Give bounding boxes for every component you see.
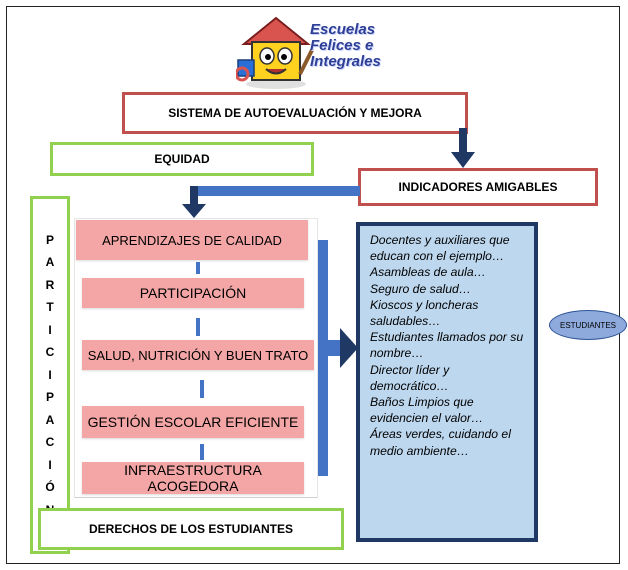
- indicator-item: Áreas verdes, cuidando el medio ambiente…: [370, 427, 511, 458]
- area-connector: [200, 380, 204, 398]
- vertical-connector: [190, 186, 198, 208]
- participacion-column: PARTICIPACIÓN: [30, 196, 70, 554]
- participacion-letter: C: [45, 435, 55, 450]
- arrow-right-icon: [322, 328, 358, 368]
- participacion-letter: I: [48, 322, 52, 337]
- areas-column: [74, 218, 318, 498]
- area-box-5: INFRAESTRUCTURA ACOGEDORA: [82, 462, 304, 494]
- participacion-letter: Ó: [45, 480, 55, 495]
- horizontal-connector: [190, 186, 360, 196]
- title-connector: [459, 128, 467, 158]
- area-connector: [196, 318, 200, 336]
- logo-line-1: Escuelas: [310, 21, 376, 38]
- logo-text: Escuelas Felices e Integrales: [310, 22, 381, 70]
- arrow-down-icon: [182, 204, 206, 218]
- collector-bar: [318, 240, 328, 476]
- area-label: GESTIÓN ESCOLAR EFICIENTE: [87, 414, 299, 430]
- derechos-label: DERECHOS DE LOS ESTUDIANTES: [88, 522, 294, 536]
- area-label: APRENDIZAJES DE CALIDAD: [102, 232, 282, 248]
- indicator-item: Baños Limpios que evidencien el valor…: [370, 395, 484, 426]
- indicadores-box: INDICADORES AMIGABLES: [358, 168, 598, 206]
- derechos-box: DERECHOS DE LOS ESTUDIANTES: [38, 508, 344, 550]
- participacion-letter: T: [46, 300, 54, 315]
- indicators-list: Docentes y auxiliares que educan con el …: [356, 222, 538, 542]
- area-connector: [196, 262, 200, 274]
- participacion-letter: I: [48, 367, 52, 382]
- indicadores-label: INDICADORES AMIGABLES: [398, 180, 558, 194]
- system-title-box: SISTEMA DE AUTOEVALUACIÓN Y MEJORA: [122, 92, 468, 134]
- house-mascot-icon: [234, 16, 314, 89]
- participacion-letter: A: [45, 412, 55, 427]
- estudiantes-ellipse: ESTUDIANTES: [549, 310, 627, 340]
- area-box-2: PARTICIPACIÓN: [82, 278, 304, 308]
- estudiantes-label: ESTUDIANTES: [559, 320, 616, 330]
- area-connector: [200, 444, 204, 460]
- participacion-letter: C: [45, 345, 55, 360]
- indicator-item: Kioscos y loncheras saludables…: [370, 297, 479, 329]
- indicator-item: Asambleas de aula…: [370, 265, 486, 280]
- indicator-item: Docentes y auxiliares que educan con el …: [370, 233, 510, 264]
- participacion-letter: R: [45, 277, 55, 292]
- indicator-item: Director líder y democrático…: [370, 362, 450, 393]
- area-label: SALUD, NUTRICIÓN Y BUEN TRATO: [87, 347, 309, 363]
- page-frame: [6, 6, 620, 564]
- participacion-letter: P: [45, 390, 54, 405]
- equidad-box: EQUIDAD: [50, 142, 314, 176]
- participacion-letter: P: [45, 232, 54, 247]
- area-label: INFRAESTRUCTURA ACOGEDORA: [124, 462, 262, 494]
- indicator-item: Estudiantes llamados por su nombre…: [370, 330, 524, 361]
- logo-line-3: Integrales: [310, 53, 381, 70]
- participacion-letter: A: [45, 255, 55, 270]
- area-box-4: GESTIÓN ESCOLAR EFICIENTE: [82, 406, 304, 438]
- logo: Escuelas Felices e Integrales: [234, 14, 406, 90]
- indicator-item: Seguro de salud…: [370, 281, 471, 296]
- equidad-label: EQUIDAD: [154, 152, 210, 166]
- area-box-1: APRENDIZAJES DE CALIDAD: [76, 220, 308, 260]
- area-label: PARTICIPACIÓN: [139, 285, 247, 301]
- area-box-3: SALUD, NUTRICIÓN Y BUEN TRATO: [82, 340, 314, 370]
- arrow-down-icon: [451, 152, 475, 168]
- system-title: SISTEMA DE AUTOEVALUACIÓN Y MEJORA: [168, 106, 422, 120]
- logo-line-2: Felices e: [310, 37, 374, 54]
- participacion-letter: I: [48, 457, 52, 472]
